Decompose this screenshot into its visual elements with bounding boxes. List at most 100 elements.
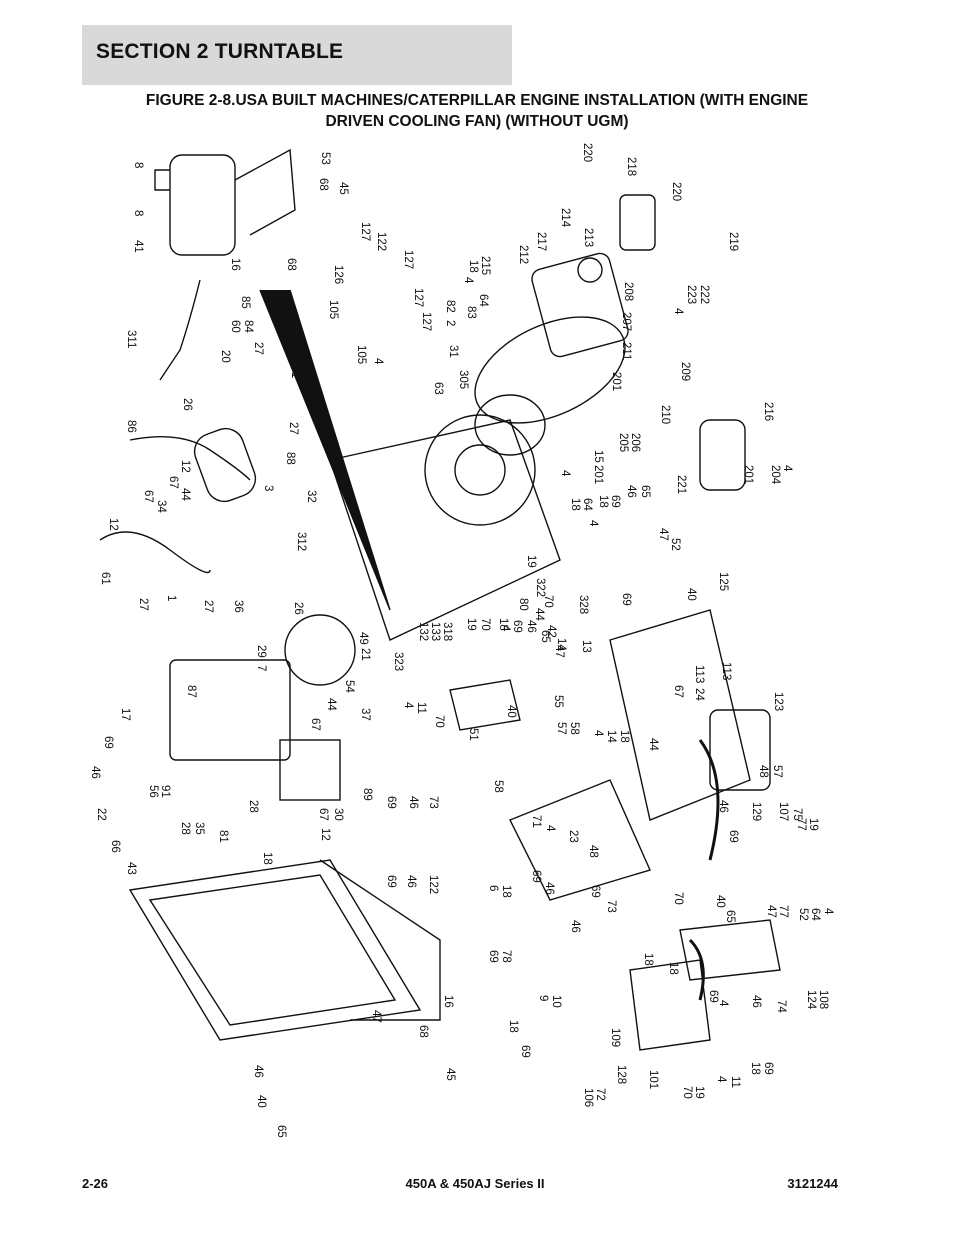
callout-label: 3 xyxy=(262,485,274,491)
footer-model: 450A & 450AJ Series II xyxy=(405,1176,545,1191)
callout-label: 68 xyxy=(417,1025,429,1038)
callout-label: 46 xyxy=(252,1065,264,1078)
callout-label: 18 xyxy=(497,618,509,631)
callout-label: 19 xyxy=(693,1086,705,1099)
callout-label: 69 xyxy=(519,1045,531,1058)
callout-label: 32 xyxy=(305,490,317,503)
callout-label: 209 xyxy=(679,362,691,381)
callout-label: 109 xyxy=(609,1028,621,1047)
callout-label: 69 xyxy=(762,1062,774,1075)
callout-label: 69 xyxy=(487,950,499,963)
figure-title: FIGURE 2-8.USA BUILT MACHINES/CATERPILLA… xyxy=(82,90,872,132)
callout-label: 4 xyxy=(781,465,793,472)
callout-label: 77 xyxy=(795,818,807,831)
callout-label: 4 xyxy=(822,908,834,915)
flywheel-housing xyxy=(424,414,536,526)
callout-label: 47 xyxy=(553,645,565,658)
engine-block xyxy=(329,419,561,641)
callout-label: 122 xyxy=(375,232,387,251)
callout-label: 89 xyxy=(361,788,373,801)
callout-label: 126 xyxy=(332,265,344,284)
callout-label: 65 xyxy=(539,630,551,643)
callout-label: 63 xyxy=(432,382,444,395)
callout-label: 221 xyxy=(675,475,687,494)
callout-label: 70 xyxy=(479,618,491,631)
callout-label: 83 xyxy=(465,306,477,319)
mount-bracket-2 xyxy=(679,919,781,981)
callout-label: 4 xyxy=(544,825,556,832)
callout-label: 223 xyxy=(685,285,697,304)
callout-label: 27 xyxy=(137,598,149,611)
callout-label: 45 xyxy=(444,1068,456,1081)
callout-label: 65 xyxy=(275,1125,287,1138)
callout-label: 67 xyxy=(167,476,179,489)
callout-label: 73 xyxy=(605,900,617,913)
callout-labels: 8 8 53 68 45 41 16 68 85 311 60 84 20 27… xyxy=(90,143,834,1138)
callout-label: 46 xyxy=(625,485,637,498)
callout-label: 26 xyxy=(292,602,304,615)
footer-page-number: 2-26 xyxy=(82,1176,109,1191)
callout-label: 73 xyxy=(427,796,439,809)
callout-label: 217 xyxy=(535,232,547,251)
callout-label: 27 xyxy=(252,342,264,355)
callout-label: 204 xyxy=(769,465,781,485)
callout-label: 58 xyxy=(492,780,504,793)
callout-label: 208 xyxy=(622,282,634,301)
callout-label: 17 xyxy=(119,708,131,721)
callout-label: 69 xyxy=(102,736,114,749)
callout-label: 113 xyxy=(720,662,732,680)
callout-label: 31 xyxy=(447,345,459,358)
callout-label: 11 xyxy=(415,702,427,714)
callout-label: 22 xyxy=(95,808,107,821)
callout-label: 21 xyxy=(359,648,371,661)
callout-label: 2 xyxy=(444,320,456,326)
callout-label: 212 xyxy=(517,245,529,264)
callout-label: 26 xyxy=(181,398,193,411)
callout-label: 46 xyxy=(543,882,555,895)
callout-label: 46 xyxy=(407,796,419,809)
callout-label: 9 xyxy=(537,995,549,1001)
callout-label: 4 xyxy=(372,358,384,365)
callout-label: 201 xyxy=(592,465,604,484)
callout-label: 30 xyxy=(332,808,344,821)
callout-label: 51 xyxy=(467,728,479,741)
callout-label: 107 xyxy=(777,802,789,821)
callout-label: 125 xyxy=(717,572,729,591)
callout-label: 122 xyxy=(427,875,439,894)
callout-label: 70 xyxy=(672,892,684,905)
callout-label: 105 xyxy=(355,345,367,364)
callout-label: 69 xyxy=(609,495,621,508)
radiator-frame xyxy=(128,859,422,1041)
callout-label: 201 xyxy=(742,465,754,484)
callout-label: 124 xyxy=(805,990,817,1010)
callout-label: 206 xyxy=(629,433,641,452)
callout-label: 52 xyxy=(669,538,681,551)
callout-label: 40 xyxy=(505,705,517,718)
callout-label: 35 xyxy=(193,822,205,835)
air-cleaner-canister xyxy=(169,154,236,256)
callout-label: 69 xyxy=(589,885,601,898)
callout-label: 69 xyxy=(620,593,632,606)
callout-label: 7 xyxy=(255,665,267,671)
callout-label: 12 xyxy=(319,828,331,841)
callout-label: 322 xyxy=(534,578,546,597)
callout-label: 18 xyxy=(500,885,512,898)
callout-label: 91 xyxy=(159,785,171,798)
callout-label: 67 xyxy=(142,490,154,503)
reference-arrow xyxy=(259,289,391,611)
drawing-linework xyxy=(99,148,781,1051)
callout-label: 77 xyxy=(777,905,789,918)
callout-label: 214 xyxy=(559,208,571,228)
callout-label: 46 xyxy=(569,920,581,933)
callout-label: 65 xyxy=(724,910,736,923)
callout-label: 18 xyxy=(667,962,679,975)
callout-label: 57 xyxy=(555,722,567,735)
callout-label: 80 xyxy=(517,598,529,611)
callout-label: 67 xyxy=(309,718,321,731)
exploded-view-drawing: 8 8 53 68 45 41 16 68 85 311 60 84 20 27… xyxy=(90,143,834,1138)
callout-label: 60 xyxy=(229,320,241,333)
callout-label: 44 xyxy=(325,698,337,711)
callout-label: 127 xyxy=(412,288,424,307)
callout-label: 52 xyxy=(797,908,809,921)
callout-label: 220 xyxy=(581,143,593,162)
